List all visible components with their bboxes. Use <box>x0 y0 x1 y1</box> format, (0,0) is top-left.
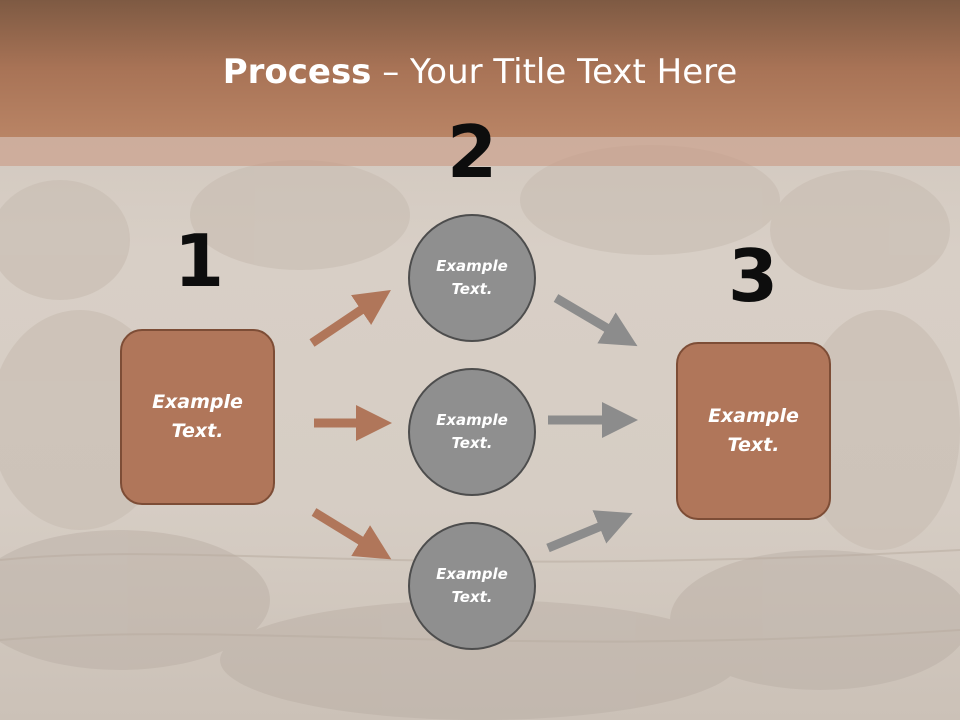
arrow-left-bottom <box>311 508 392 560</box>
right-process-box: Example Text. <box>676 342 831 520</box>
step-number-2: 2 <box>446 110 498 194</box>
circle-bottom-text: Example Text. <box>436 565 508 606</box>
circle-top-text: Example Text. <box>436 257 508 298</box>
circle-middle-text: Example Text. <box>436 411 508 452</box>
step-number-1: 1 <box>173 219 225 303</box>
title-band <box>0 0 960 137</box>
arrow-right-top <box>553 294 638 347</box>
slide-title: Process – Your Title Text Here <box>0 52 960 92</box>
title-rest: – Your Title Text Here <box>371 52 738 92</box>
circle-step-middle: Example Text. <box>408 368 536 496</box>
circle-step-bottom: Example Text. <box>408 522 536 650</box>
step-number-3: 3 <box>727 234 779 318</box>
title-bold: Process <box>222 52 372 92</box>
right-box-text: Example Text. <box>708 405 799 456</box>
left-process-box: Example Text. <box>120 329 275 505</box>
arrow-right-bottom <box>546 510 633 553</box>
circle-step-top: Example Text. <box>408 214 536 342</box>
arrow-left-top <box>309 289 391 347</box>
left-box-text: Example Text. <box>152 391 243 442</box>
title-strip <box>0 137 960 166</box>
